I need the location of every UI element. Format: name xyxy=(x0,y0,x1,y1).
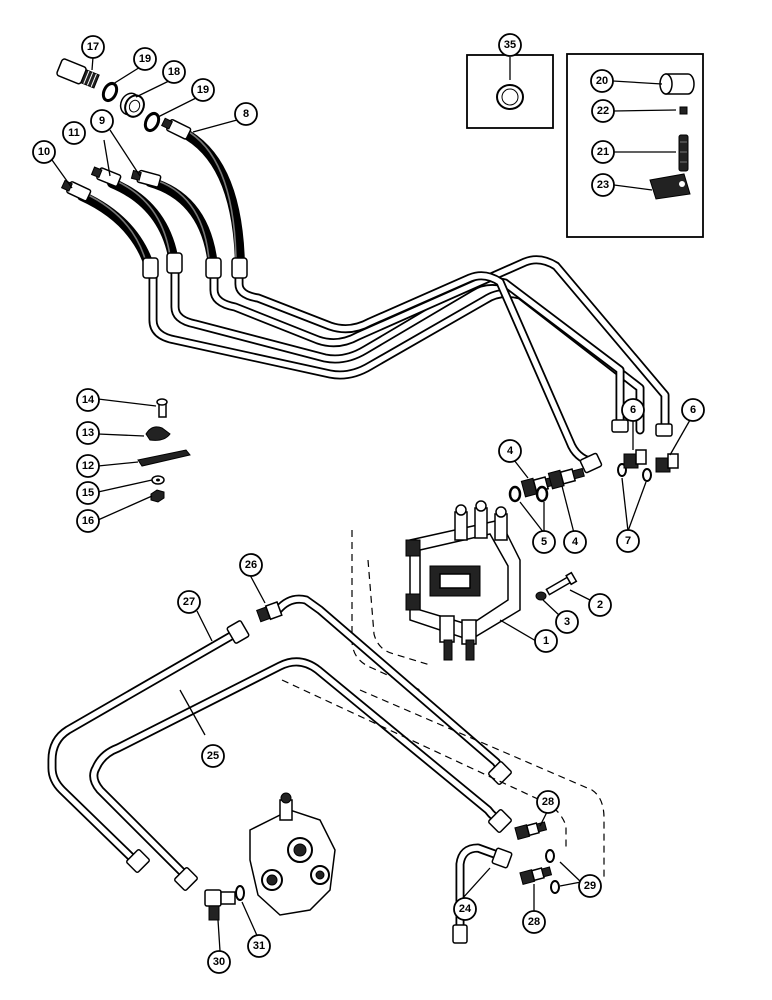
svg-text:2: 2 xyxy=(597,599,603,611)
callout-5: 5 xyxy=(532,530,556,554)
callout-28-a: 28 xyxy=(536,790,560,814)
svg-text:35: 35 xyxy=(504,39,516,51)
svg-text:9: 9 xyxy=(99,115,105,127)
pipe-bundle-top xyxy=(148,255,670,467)
svg-text:28: 28 xyxy=(528,916,540,928)
svg-text:17: 17 xyxy=(87,41,99,53)
callout-15: 15 xyxy=(76,481,100,505)
svg-text:1: 1 xyxy=(543,635,549,647)
svg-text:4: 4 xyxy=(507,445,514,457)
callout-26: 26 xyxy=(239,553,263,577)
callout-25: 25 xyxy=(201,744,225,768)
svg-text:21: 21 xyxy=(597,146,609,158)
callout-30: 30 xyxy=(207,950,231,974)
callout-29: 29 xyxy=(578,874,602,898)
svg-text:11: 11 xyxy=(68,127,80,139)
callout-12: 12 xyxy=(76,454,100,478)
callout-6-b: 6 xyxy=(681,398,705,422)
callout-3: 3 xyxy=(555,610,579,634)
svg-text:14: 14 xyxy=(82,394,95,406)
inset-box-20-23 xyxy=(566,53,704,238)
svg-text:19: 19 xyxy=(197,84,209,96)
callout-4-b: 4 xyxy=(563,530,587,554)
callout-16: 16 xyxy=(76,509,100,533)
callout-24: 24 xyxy=(453,897,477,921)
svg-text:22: 22 xyxy=(597,105,609,117)
svg-text:6: 6 xyxy=(630,404,636,416)
flow-divider-valve xyxy=(204,792,336,921)
callout-31: 31 xyxy=(247,934,271,958)
coupler-parts xyxy=(56,58,161,133)
callout-20: 20 xyxy=(590,69,614,93)
svg-text:7: 7 xyxy=(625,535,631,547)
pipe-26 xyxy=(256,594,512,785)
callout-9: 9 xyxy=(90,109,114,133)
svg-text:20: 20 xyxy=(596,75,608,87)
leader-lines xyxy=(51,56,691,952)
svg-text:8: 8 xyxy=(243,108,249,120)
svg-text:30: 30 xyxy=(213,956,225,968)
callout-4-a: 4 xyxy=(498,439,522,463)
fittings-28-29 xyxy=(514,821,560,894)
svg-text:12: 12 xyxy=(82,460,94,472)
svg-text:25: 25 xyxy=(207,750,219,762)
callout-2: 2 xyxy=(588,593,612,617)
callout-1: 1 xyxy=(534,629,558,653)
callouts: 1 2 3 4 4 5 6 6 7 8 9 10 11 12 13 14 15 … xyxy=(32,33,705,974)
callout-6-a: 6 xyxy=(621,398,645,422)
callout-23: 23 xyxy=(591,173,615,197)
svg-text:29: 29 xyxy=(584,880,596,892)
callout-10: 10 xyxy=(32,140,56,164)
callout-22: 22 xyxy=(591,99,615,123)
callout-18: 18 xyxy=(162,60,186,84)
callout-14: 14 xyxy=(76,388,100,412)
callout-13: 13 xyxy=(76,421,100,445)
svg-text:3: 3 xyxy=(564,616,570,628)
callout-19-a: 19 xyxy=(133,47,157,71)
callout-7: 7 xyxy=(616,529,640,553)
callout-28-b: 28 xyxy=(522,910,546,934)
svg-text:15: 15 xyxy=(82,487,94,499)
svg-text:27: 27 xyxy=(183,596,195,608)
callout-35: 35 xyxy=(498,33,522,57)
pipe-25 xyxy=(89,657,512,891)
svg-text:24: 24 xyxy=(459,903,472,915)
bracket-parts xyxy=(137,398,191,503)
bolt-and-washer xyxy=(535,571,578,601)
valve-fittings xyxy=(508,419,679,503)
svg-text:31: 31 xyxy=(253,940,265,952)
pipe-24 xyxy=(452,843,513,944)
pipe-27 xyxy=(47,620,250,873)
svg-text:5: 5 xyxy=(541,536,547,548)
svg-text:6: 6 xyxy=(690,404,696,416)
callout-17: 17 xyxy=(81,35,105,59)
control-valve xyxy=(351,500,521,691)
svg-text:4: 4 xyxy=(572,536,579,548)
svg-text:26: 26 xyxy=(245,559,257,571)
callout-11: 11 xyxy=(62,121,86,145)
svg-text:10: 10 xyxy=(38,146,50,158)
svg-text:28: 28 xyxy=(542,796,554,808)
dashed-lines-lower xyxy=(281,679,605,880)
callout-19-b: 19 xyxy=(191,78,215,102)
callout-27: 27 xyxy=(177,590,201,614)
callout-21: 21 xyxy=(591,140,615,164)
svg-text:16: 16 xyxy=(82,515,94,527)
svg-text:19: 19 xyxy=(139,53,151,65)
hoses-top xyxy=(60,117,248,279)
svg-text:23: 23 xyxy=(597,179,609,191)
callout-8: 8 xyxy=(234,102,258,126)
svg-text:18: 18 xyxy=(168,66,180,78)
svg-text:13: 13 xyxy=(82,427,94,439)
